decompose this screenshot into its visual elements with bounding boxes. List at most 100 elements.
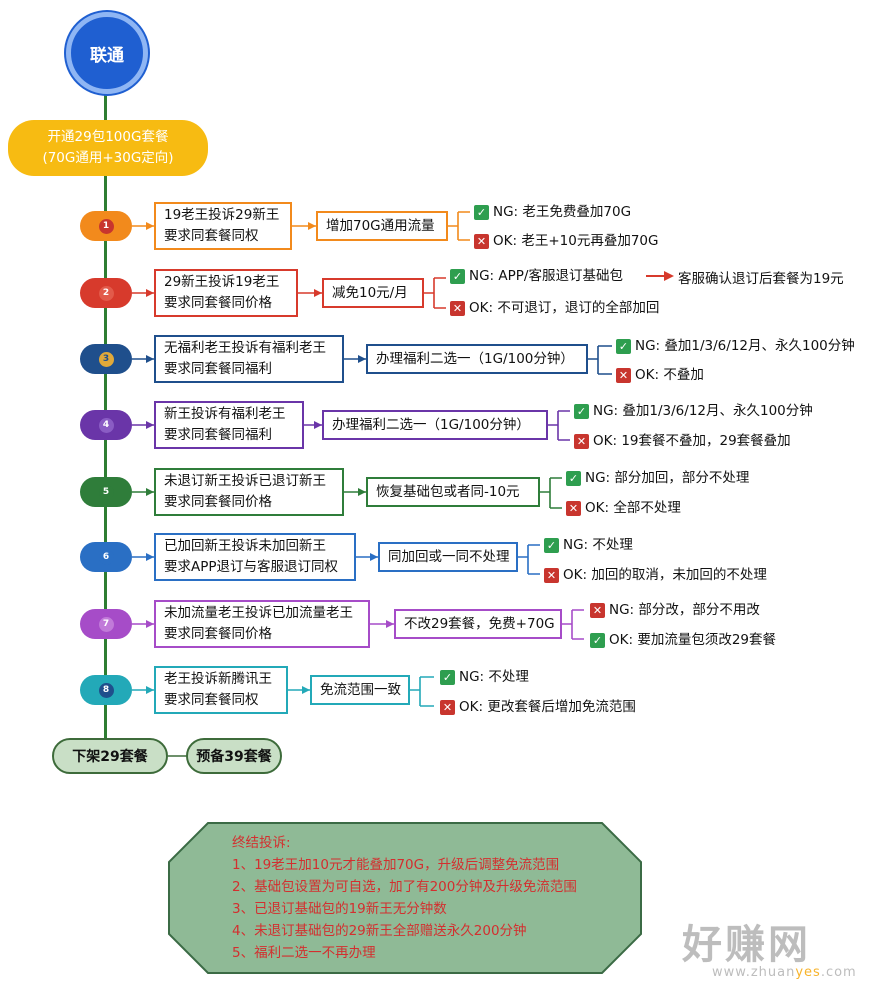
outcome-text: 不处理	[592, 537, 633, 553]
outcome-ok-8: ✕ OK: 更改套餐后增加免流范围	[440, 698, 636, 716]
check-icon: ✓	[544, 537, 559, 553]
step-badge-7: 7	[80, 609, 132, 639]
watermark-logo: 好赚网	[682, 922, 811, 968]
summary-item-4: 4、未退订基础包的29新王全部赠送永久200分钟	[232, 923, 527, 939]
cross-icon: ✕	[566, 500, 581, 516]
outcome-label: OK:	[563, 567, 588, 583]
outcome-label: NG:	[585, 470, 611, 486]
outcome-label: OK:	[609, 632, 634, 648]
step-number: 1	[98, 218, 114, 234]
case-line1: 已加回新王投诉未加回新王	[164, 538, 326, 554]
cross-icon: ✕	[544, 567, 559, 583]
outcome-text: 部分改，部分不用改	[638, 602, 760, 618]
watermark-url-prefix: www.zhuan	[712, 965, 796, 980]
outcome-text: 部分加回，部分不处理	[614, 470, 750, 486]
step-badge-2: 2	[80, 278, 132, 308]
summary-item-1: 1、19老王加10元才能叠加70G，升级后调整免流范围	[232, 857, 560, 873]
step-number: 6	[98, 549, 114, 565]
step-badge-4: 4	[80, 410, 132, 440]
step-number: 5	[98, 484, 114, 500]
step-number: 7	[98, 616, 114, 632]
outcome-text: 更改套餐后增加免流范围	[487, 699, 636, 715]
outcome-label: OK:	[493, 233, 518, 249]
watermark-url-highlight: yes	[795, 965, 821, 980]
case-line1: 19老王投诉29新王	[164, 207, 280, 223]
root-label: 联通	[90, 45, 124, 66]
case-line1: 新王投诉有福利老王	[164, 406, 286, 422]
outcome-label: NG:	[563, 537, 589, 553]
step-number: 2	[98, 285, 114, 301]
summary-item-5: 5、福利二选一不再办理	[232, 945, 376, 961]
outcome-ok-2: ✕ OK: 不可退订，退订的全部加回	[450, 299, 659, 317]
case-line1: 未退订新王投诉已退订新王	[164, 473, 326, 489]
action-box-2: 减免10元/月	[322, 278, 424, 308]
check-icon: ✓	[474, 204, 489, 220]
step-badge-8: 8	[80, 675, 132, 705]
outcome-ng-1: ✓ NG: 老王免费叠加70G	[474, 203, 631, 221]
cross-icon: ✕	[474, 233, 489, 249]
summary-panel	[168, 822, 642, 974]
step-number: 3	[98, 351, 114, 367]
outcome-text: 老王免费叠加70G	[522, 204, 632, 220]
check-icon: ✓	[566, 470, 581, 486]
action-box-3: 办理福利二选一（1G/100分钟）	[366, 344, 588, 374]
outcome-ok-3: ✕ OK: 不叠加	[616, 366, 704, 384]
timeline-spine	[104, 60, 107, 755]
outcome-ng-2: ✓ NG: APP/客服退订基础包	[450, 267, 623, 285]
outcome-ok-6: ✕ OK: 加回的取消，未加回的不处理	[544, 566, 767, 584]
outcome-label: NG:	[459, 669, 485, 685]
outcome-text: 加回的取消，未加回的不处理	[591, 567, 767, 583]
outcome-text: 不可退订，退订的全部加回	[497, 300, 660, 316]
check-icon: ✓	[616, 338, 631, 354]
check-icon: ✓	[450, 268, 465, 284]
outcome-ng-3: ✓ NG: 叠加1/3/6/12月、永久100分钟	[616, 337, 855, 355]
case-box-6: 已加回新王投诉未加回新王 要求APP退订与客服退订同权	[154, 533, 356, 581]
cross-icon: ✕	[590, 602, 605, 618]
outcome-label: NG:	[593, 403, 619, 419]
step-number: 4	[98, 417, 114, 433]
check-icon: ✓	[590, 632, 605, 648]
outcome-text: 不叠加	[663, 367, 704, 383]
outcome-ok-4: ✕ OK: 19套餐不叠加，29套餐叠加	[574, 432, 791, 450]
case-line2: 要求同套餐同福利	[164, 427, 272, 443]
root-node: 联通	[66, 12, 148, 94]
step-badge-5: 5	[80, 477, 132, 507]
outcome-label: OK:	[585, 500, 610, 516]
outcome-text: 全部不处理	[613, 500, 681, 516]
outcome-text: 19套餐不叠加，29套餐叠加	[621, 433, 791, 449]
prepare-39-node: 预备39套餐	[186, 738, 282, 774]
summary-item-3: 3、已退订基础包的19新王无分钟数	[232, 901, 447, 917]
cross-icon: ✕	[450, 300, 465, 316]
action-box-4: 办理福利二选一（1G/100分钟）	[322, 410, 548, 440]
outcome-label: OK:	[459, 699, 484, 715]
outcome-text: APP/客服退订基础包	[498, 268, 623, 284]
action-box-1: 增加70G通用流量	[316, 211, 448, 241]
case-line1: 无福利老王投诉有福利老王	[164, 340, 326, 356]
step-badge-1: 1	[80, 211, 132, 241]
case-box-3: 无福利老王投诉有福利老王 要求同套餐同福利	[154, 335, 344, 383]
plan-line1: 开通29包100G套餐	[47, 129, 169, 145]
cross-icon: ✕	[574, 433, 589, 449]
action-box-5: 恢复基础包或者同-10元	[366, 477, 540, 507]
case-line2: 要求同套餐同权	[164, 692, 259, 708]
summary-title: 终结投诉:	[232, 835, 291, 851]
outcome-label: NG:	[635, 338, 661, 354]
case-box-2: 29新王投诉19老王 要求同套餐同价格	[154, 269, 298, 317]
step-badge-6: 6	[80, 542, 132, 572]
step-number: 8	[98, 682, 114, 698]
step-badge-3: 3	[80, 344, 132, 374]
case-line2: 要求同套餐同权	[164, 228, 259, 244]
outcome-text: 叠加1/3/6/12月、永久100分钟	[622, 403, 813, 419]
case-box-4: 新王投诉有福利老王 要求同套餐同福利	[154, 401, 304, 449]
summary-item-2: 2、基础包设置为可自选，加了有200分钟及升级免流范围	[232, 879, 577, 895]
outcome-label: OK:	[469, 300, 494, 316]
outcome-label: OK:	[593, 433, 618, 449]
check-icon: ✓	[440, 669, 455, 685]
case-box-7: 未加流量老王投诉已加流量老王 要求同套餐同价格	[154, 600, 370, 648]
check-icon: ✓	[574, 403, 589, 419]
case-line2: 要求同套餐同价格	[164, 295, 272, 311]
case-box-5: 未退订新王投诉已退订新王 要求同套餐同价格	[154, 468, 344, 516]
outcome-ng-6: ✓ NG: 不处理	[544, 536, 633, 554]
outcome-text: 叠加1/3/6/12月、永久100分钟	[664, 338, 855, 354]
